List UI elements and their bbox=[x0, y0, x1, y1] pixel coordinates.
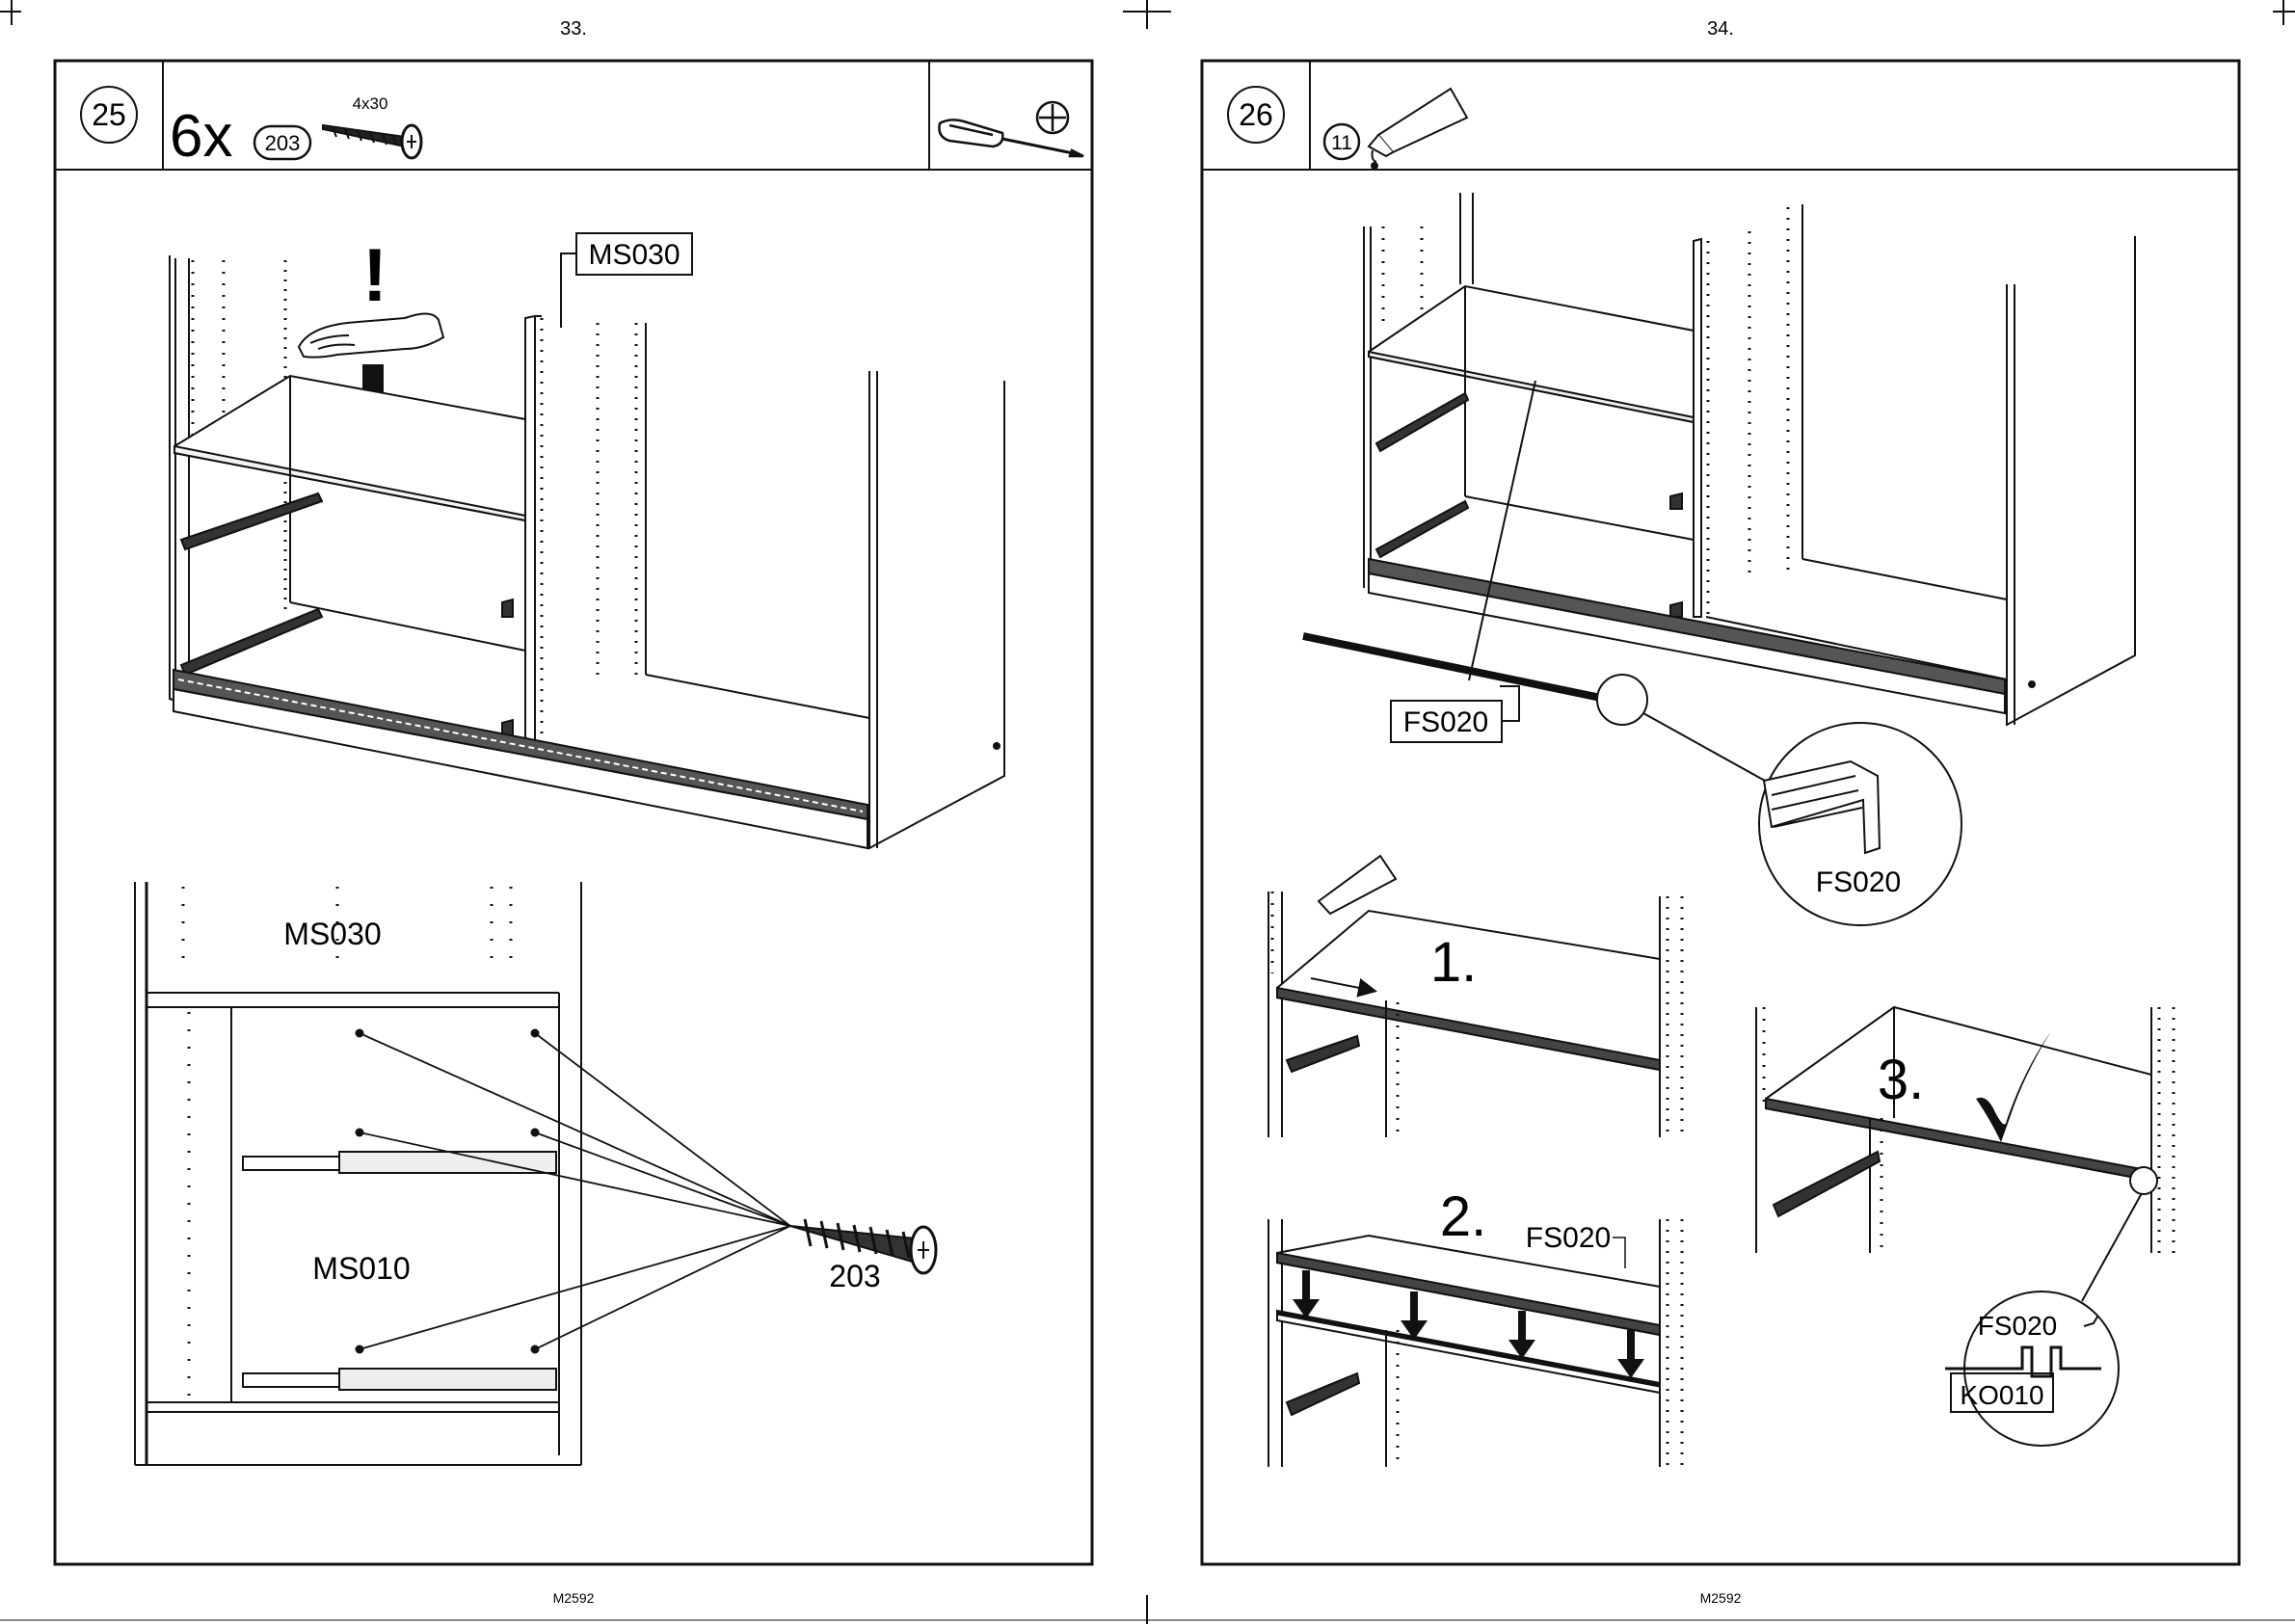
sub-step-1-number: 1. bbox=[1430, 931, 1477, 994]
footer-code: M2592 bbox=[553, 1590, 595, 1606]
screw-size: 4x30 bbox=[353, 94, 388, 113]
screw-quantity: 6x bbox=[170, 103, 232, 170]
callout-ms030: MS030 bbox=[588, 239, 680, 271]
sub-step-1-illustration bbox=[1268, 856, 1682, 1137]
page-number: 33. bbox=[560, 18, 587, 40]
sub-step-2-illustration bbox=[1268, 1219, 1682, 1467]
zoom-detail bbox=[1597, 675, 1961, 925]
part-id: 11 bbox=[1331, 132, 1352, 154]
detail-ms010-label: MS010 bbox=[312, 1251, 410, 1286]
phillips-screwdriver-icon bbox=[939, 102, 1083, 156]
footer-code: M2592 bbox=[1700, 1590, 1742, 1606]
zoom-fs020-label: FS020 bbox=[1816, 866, 1901, 898]
sub-step-3-number: 3. bbox=[1878, 1049, 1924, 1111]
part-id: 203 bbox=[265, 131, 301, 155]
step-number: 26 bbox=[1239, 97, 1273, 132]
warning-mark: ! bbox=[362, 232, 387, 317]
wardrobe-illustration bbox=[170, 255, 1004, 848]
page-33: 33. M2592 25 6x 203 4x30 ! bbox=[55, 18, 1092, 1606]
profile-ko010-label: KO010 bbox=[1960, 1380, 2043, 1410]
callout-fs020: FS020 bbox=[1403, 706, 1488, 738]
sub-step-2-number: 2. bbox=[1440, 1185, 1486, 1248]
screw-icon bbox=[323, 125, 421, 158]
detail-ms030-label: MS030 bbox=[283, 917, 381, 951]
page-34: 34. M2592 26 11 bbox=[1202, 18, 2239, 1606]
sub-step-2-fs020-label: FS020 bbox=[1526, 1222, 1611, 1254]
detail-view bbox=[135, 882, 790, 1465]
step-number: 25 bbox=[92, 97, 126, 132]
glue-bottle-icon bbox=[1369, 89, 1467, 169]
profile-fs020-label: FS020 bbox=[1978, 1311, 2058, 1341]
page-number: 34. bbox=[1707, 18, 1734, 40]
screw-part-label: 203 bbox=[829, 1259, 880, 1293]
wardrobe-illustration bbox=[1364, 193, 2135, 725]
fs020-strip bbox=[1303, 381, 1619, 721]
hand-icon bbox=[299, 313, 443, 357]
